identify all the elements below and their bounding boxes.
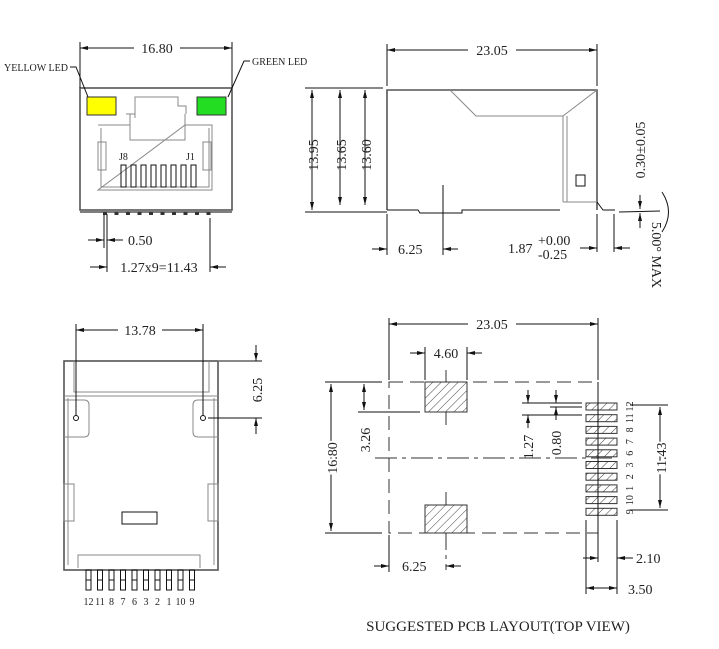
yellow-led-label: YELLOW LED bbox=[4, 63, 68, 74]
signal-pad bbox=[585, 449, 618, 458]
contact bbox=[160, 164, 167, 188]
pin-stub bbox=[206, 212, 211, 215]
contact bbox=[120, 164, 127, 188]
height-dim-1: 13.95 bbox=[307, 139, 322, 171]
side-view: 13.95 13.65 13.60 23.05 6.25 1.87 +0.00 … bbox=[305, 44, 669, 288]
pcb-layout-caption: SUGGESTED PCB LAYOUT(TOP VIEW) bbox=[366, 619, 630, 635]
side-tab-right bbox=[202, 141, 212, 171]
pad-offset-dim: 3.26 bbox=[359, 428, 374, 453]
pin-label: 6 bbox=[132, 597, 137, 608]
pin-label: 9 bbox=[190, 597, 195, 608]
pad-label: 9 bbox=[625, 509, 636, 514]
pad-height-dim: 0.80 bbox=[550, 431, 565, 456]
j1-label: J1 bbox=[186, 152, 195, 163]
signal-pad bbox=[585, 414, 618, 423]
signal-pad bbox=[585, 484, 618, 493]
lead-thickness-dim: 0.30±0.05 bbox=[634, 122, 649, 179]
pad-width-dim: 4.60 bbox=[434, 347, 459, 362]
yellow-led bbox=[86, 96, 117, 116]
post-pad-bottom bbox=[424, 504, 468, 534]
signal-pad bbox=[585, 472, 618, 481]
pin-label: 1 bbox=[167, 597, 172, 608]
contact bbox=[170, 164, 177, 188]
pad-label: 12 bbox=[625, 402, 636, 412]
jack-body-bottom bbox=[63, 360, 219, 571]
jack-body-side bbox=[386, 89, 598, 210]
lead-dim: 1.87 bbox=[508, 242, 533, 257]
lead-tol-plus: +0.00 bbox=[538, 234, 570, 249]
j8-label: J8 bbox=[119, 152, 128, 163]
pin-stub bbox=[114, 212, 119, 215]
height-dim-3: 13.60 bbox=[360, 139, 375, 171]
post-offset-dim: 6.25 bbox=[398, 243, 423, 258]
pin-label: 10 bbox=[176, 597, 186, 608]
contact bbox=[150, 164, 157, 188]
pin-stub bbox=[149, 212, 153, 215]
pad-label: 1 bbox=[625, 486, 636, 491]
pin-label: 2 bbox=[155, 597, 160, 608]
pin-stub bbox=[137, 212, 142, 215]
pad-label: 10 bbox=[625, 495, 636, 505]
latch bbox=[126, 96, 187, 141]
green-led-label: GREEN LED bbox=[252, 57, 307, 68]
pin-label: 12 bbox=[84, 597, 94, 608]
length-dim: 23.05 bbox=[476, 44, 508, 59]
height-dim-2: 13.65 bbox=[335, 139, 350, 171]
contact bbox=[140, 164, 147, 188]
pad-label: 2 bbox=[625, 474, 636, 479]
pcb-width-dim: 16.80 bbox=[326, 442, 341, 474]
pad-label: 6 bbox=[625, 451, 636, 456]
contact bbox=[180, 164, 187, 188]
pcb-post-offset-dim: 6.25 bbox=[402, 560, 427, 575]
signal-pad bbox=[585, 437, 618, 446]
signal-pad bbox=[585, 496, 618, 505]
width-dim: 16.80 bbox=[141, 42, 173, 57]
row-offset-dim: 2.10 bbox=[636, 552, 661, 567]
pin-stub bbox=[172, 212, 176, 215]
pin-width-dim: 0.50 bbox=[128, 234, 153, 249]
pad-label: 8 bbox=[625, 427, 636, 432]
shield-outline bbox=[449, 89, 598, 203]
side-tab-left bbox=[97, 141, 107, 171]
post-spacing-dim: 13.78 bbox=[124, 324, 156, 339]
shield-window bbox=[575, 174, 586, 187]
pin-label: 8 bbox=[109, 597, 114, 608]
signal-pad bbox=[585, 461, 618, 469]
pin-label: 11 bbox=[95, 597, 105, 608]
jack-body-front bbox=[79, 87, 233, 211]
pin-stub bbox=[126, 212, 130, 215]
pin-label: 3 bbox=[144, 597, 149, 608]
center-tab bbox=[121, 511, 158, 525]
pin-label: 7 bbox=[121, 597, 126, 608]
pin-span-dim: 1.27x9=11.43 bbox=[120, 261, 197, 276]
pcb-pin-span-dim: 11.43 bbox=[655, 443, 670, 474]
pitch-dim: 1.27 bbox=[522, 435, 537, 460]
lead-tol-minus: -0.25 bbox=[538, 248, 567, 263]
pin-stub bbox=[195, 212, 199, 215]
post-hole-right bbox=[200, 415, 206, 421]
pad-label: 11 bbox=[625, 413, 636, 423]
pad-label: 7 bbox=[625, 439, 636, 444]
post-pad-top bbox=[424, 381, 468, 413]
pcb-length-dim: 23.05 bbox=[476, 318, 508, 333]
pad-label: 3 bbox=[625, 463, 636, 468]
green-led bbox=[196, 96, 227, 116]
pin-stub bbox=[103, 212, 107, 215]
signal-pad bbox=[585, 425, 618, 434]
bottom-post-offset-dim: 6.25 bbox=[251, 378, 266, 403]
contact bbox=[130, 164, 137, 188]
pad-length-dim: 3.50 bbox=[628, 583, 653, 598]
post-hole-left bbox=[73, 415, 79, 421]
front-view: J8 J1 16.80 YELLOW LED GREEN LED 0.50 1.… bbox=[4, 42, 307, 276]
signal-pad bbox=[585, 507, 618, 516]
signal-pad bbox=[585, 402, 618, 411]
angle-dim: 5.00° MAX bbox=[648, 222, 663, 288]
pin-stub bbox=[183, 212, 188, 215]
pin-stub bbox=[160, 212, 165, 215]
contact bbox=[190, 164, 197, 188]
